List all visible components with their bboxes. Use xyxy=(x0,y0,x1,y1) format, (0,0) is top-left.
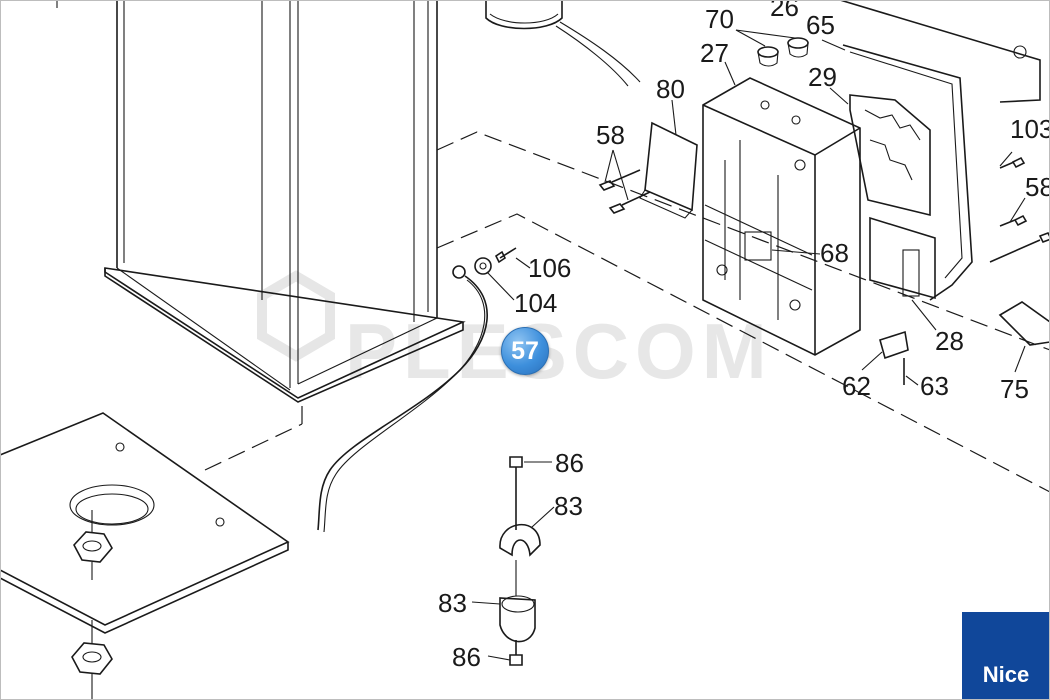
callout-labels: 26 70 65 27 29 80 58 103 58 68 106 104 2… xyxy=(438,0,1050,672)
callout-27: 27 xyxy=(700,38,729,68)
ground-cable xyxy=(317,247,517,533)
callout-62: 62 xyxy=(842,371,871,401)
hexagon-logo-icon xyxy=(257,270,335,362)
column-assembly xyxy=(56,0,466,403)
callout-58-left: 58 xyxy=(596,120,625,150)
floor-plate xyxy=(0,412,290,700)
callout-70: 70 xyxy=(705,4,734,34)
callout-86-bottom: 86 xyxy=(452,642,481,672)
callout-103: 103 xyxy=(1010,114,1050,144)
callout-68: 68 xyxy=(820,238,849,268)
callout-106: 106 xyxy=(528,253,571,283)
callout-83-top: 83 xyxy=(554,491,583,521)
control-box xyxy=(702,0,1041,356)
callout-104: 104 xyxy=(514,288,557,318)
callout-58-right: 58 xyxy=(1025,172,1050,202)
brand-logo: Nice xyxy=(962,612,1050,700)
assembly-guides xyxy=(204,131,1050,493)
small-hardware xyxy=(499,37,1050,666)
watermark-text: PLESCOM xyxy=(345,307,773,395)
callout-65: 65 xyxy=(806,10,835,40)
part-57-hotspot-badge[interactable]: 57 xyxy=(501,327,549,375)
motor-top xyxy=(485,0,641,87)
leader-lines xyxy=(471,29,1026,661)
callout-63: 63 xyxy=(920,371,949,401)
callout-86-top: 86 xyxy=(555,448,584,478)
callout-28: 28 xyxy=(935,326,964,356)
callout-80: 80 xyxy=(656,74,685,104)
callout-83-bottom: 83 xyxy=(438,588,467,618)
callout-26: 26 xyxy=(770,0,799,22)
callout-29: 29 xyxy=(808,62,837,92)
callout-75: 75 xyxy=(1000,374,1029,404)
